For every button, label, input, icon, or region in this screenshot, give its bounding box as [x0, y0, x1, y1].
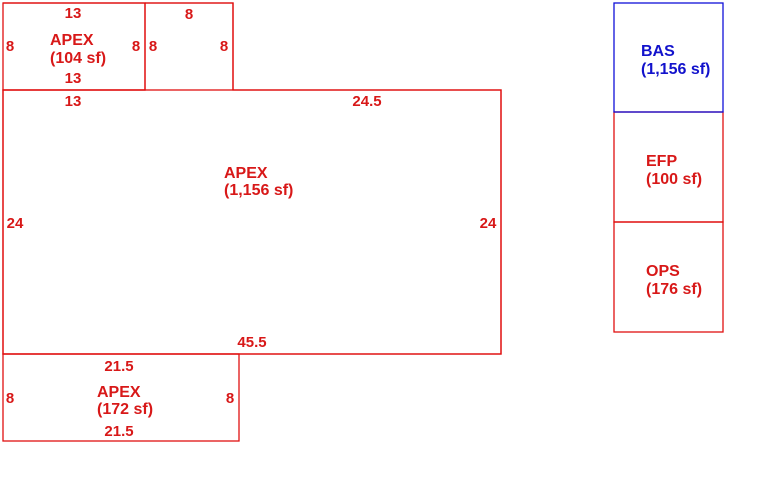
legend-box-ops [613, 221, 724, 333]
dim-bottom-box-right: 8 [226, 390, 234, 407]
legend-ops-area: (176 sf) [646, 281, 702, 298]
dim-top-box-bottom: 13 [65, 70, 82, 87]
legend-ops-name: OPS [646, 263, 680, 280]
dim-main-top-left: 13 [65, 93, 82, 110]
legend-efp-name: EFP [646, 153, 677, 170]
label-apex-top-area: (104 sf) [50, 50, 106, 67]
dim-bottom-box-left: 8 [6, 390, 14, 407]
apex-bottom-outline [2, 353, 240, 442]
dim-bottom-box-top: 21.5 [104, 358, 133, 375]
label-apex-top-name: APEX [50, 32, 94, 49]
dim-main-left: 24 [7, 215, 24, 232]
legend-bas-name: BAS [641, 43, 675, 60]
dim-notch-left: 8 [149, 38, 157, 55]
legend-bas-area: (1,156 sf) [641, 61, 710, 78]
dim-main-top-right: 24.5 [352, 93, 381, 110]
dim-bottom-box-bottom: 21.5 [104, 423, 133, 440]
label-apex-main-area: (1,156 sf) [224, 182, 293, 199]
apex-main-rect [2, 89, 502, 355]
dim-top-box-right: 8 [132, 38, 140, 55]
dim-top-box-left: 8 [6, 38, 14, 55]
area-legend: BAS (1,156 sf) EFP (100 sf) OPS (176 sf) [613, 2, 724, 333]
dim-top-box-top: 13 [65, 5, 82, 22]
label-apex-main-name: APEX [224, 165, 268, 182]
label-apex-bottom-name: APEX [97, 384, 141, 401]
label-apex-bottom-area: (172 sf) [97, 401, 153, 418]
notch-outline [145, 2, 234, 90]
legend-efp-area: (100 sf) [646, 171, 702, 188]
dim-notch-right: 8 [220, 38, 228, 55]
legend-box-bas [613, 2, 724, 113]
dim-notch-top: 8 [185, 6, 193, 23]
dim-main-bottom: 45.5 [237, 334, 266, 351]
dim-main-right: 24 [480, 215, 497, 232]
